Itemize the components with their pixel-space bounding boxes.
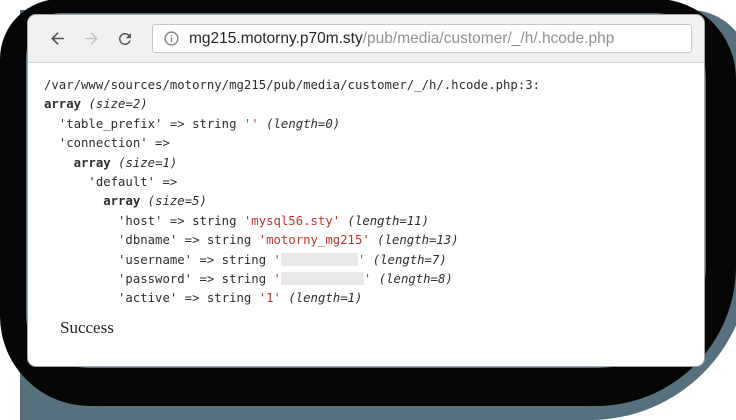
dump-token: (length=1) bbox=[288, 291, 363, 306]
dump-token bbox=[365, 253, 372, 267]
dump-token: (length=13) bbox=[377, 233, 459, 248]
back-button[interactable] bbox=[46, 28, 68, 50]
dump-token bbox=[44, 156, 74, 170]
dump-token: 'username' => string bbox=[44, 252, 274, 267]
dump-token: /var/www/sources/motorny/mg215/pub/media… bbox=[44, 78, 541, 92]
url-host: mg215.motorny.p70m.sty bbox=[189, 29, 363, 47]
dump-line: 'default' => bbox=[44, 173, 694, 192]
redacted-value bbox=[280, 252, 358, 266]
browser-toolbar: mg215.motorny.p70m.sty/pub/media/custome… bbox=[28, 15, 704, 63]
url-path: /pub/media/customer/_/h/.hcode.php bbox=[362, 29, 615, 47]
dump-token: 'motorny_mg215' bbox=[258, 233, 370, 248]
dump-token bbox=[340, 214, 347, 228]
dump-token: array bbox=[103, 194, 141, 209]
dump-token: '1' bbox=[258, 291, 281, 306]
dump-token: 'host' => string bbox=[44, 213, 244, 228]
dump-token: 'dbname' => string bbox=[44, 233, 259, 248]
dump-line: /var/www/sources/motorny/mg215/pub/media… bbox=[44, 76, 694, 95]
dump-token: 'active' => string bbox=[44, 291, 259, 306]
dump-token bbox=[140, 194, 147, 208]
dump-line: array (size=2) bbox=[44, 95, 694, 114]
dump-token: 'password' => string bbox=[44, 272, 274, 287]
dump-line: 'connection' => bbox=[44, 134, 694, 153]
dump-token: ' bbox=[273, 272, 281, 287]
reload-button[interactable] bbox=[114, 28, 136, 50]
arrow-right-icon bbox=[82, 29, 101, 48]
dump-token bbox=[259, 117, 266, 131]
dump-line: 'dbname' => string 'motorny_mg215' (leng… bbox=[44, 231, 694, 250]
dump-token: (length=8) bbox=[378, 272, 453, 287]
var-dump: /var/www/sources/motorny/mg215/pub/media… bbox=[44, 76, 694, 309]
page-content: /var/www/sources/motorny/mg215/pub/media… bbox=[28, 63, 704, 337]
forward-button[interactable] bbox=[80, 28, 102, 50]
dump-token: (size=1) bbox=[118, 155, 178, 170]
dump-token: array bbox=[44, 97, 82, 112]
dump-line: 'host' => string 'mysql56.sty' (length=1… bbox=[44, 212, 694, 231]
address-bar[interactable]: mg215.motorny.p70m.sty/pub/media/custome… bbox=[152, 24, 692, 53]
dump-line: 'active' => string '1' (length=1) bbox=[44, 289, 694, 308]
dump-token: ' bbox=[363, 272, 372, 287]
dump-line: array (size=5) bbox=[44, 192, 694, 211]
dump-token bbox=[111, 156, 118, 170]
redacted-value bbox=[280, 272, 364, 286]
dump-token: 'mysql56.sty' bbox=[243, 213, 341, 228]
dump-token: 'connection' => bbox=[44, 136, 170, 151]
dump-token: array bbox=[73, 155, 111, 170]
dump-token bbox=[371, 272, 378, 286]
browser-window: mg215.motorny.p70m.sty/pub/media/custome… bbox=[27, 14, 705, 367]
dump-line: 'table_prefix' => string '' (length=0) bbox=[44, 115, 694, 134]
dump-token: 'table_prefix' => string bbox=[44, 116, 244, 131]
page-info-icon[interactable] bbox=[163, 30, 180, 47]
dump-token bbox=[44, 194, 103, 208]
url-text: mg215.motorny.p70m.sty/pub/media/custome… bbox=[189, 30, 614, 48]
reload-icon bbox=[116, 30, 134, 48]
success-text: Success bbox=[60, 317, 114, 337]
dump-token: (length=0) bbox=[266, 116, 341, 131]
dump-line: array (size=1) bbox=[44, 154, 694, 173]
dump-token: (size=5) bbox=[147, 194, 207, 209]
dump-token: ' bbox=[357, 252, 366, 267]
dump-token: '' bbox=[243, 116, 259, 131]
dump-token: (length=7) bbox=[372, 252, 447, 267]
dump-line: 'password' => string ' ' (length=8) bbox=[44, 270, 694, 289]
dump-token: (size=2) bbox=[88, 97, 148, 112]
dump-token: ' bbox=[273, 252, 281, 267]
arrow-left-icon bbox=[48, 29, 67, 48]
dump-line: 'username' => string ' ' (length=7) bbox=[44, 251, 694, 270]
dump-token: (length=11) bbox=[347, 213, 429, 228]
dump-token: 'default' => bbox=[44, 175, 178, 190]
